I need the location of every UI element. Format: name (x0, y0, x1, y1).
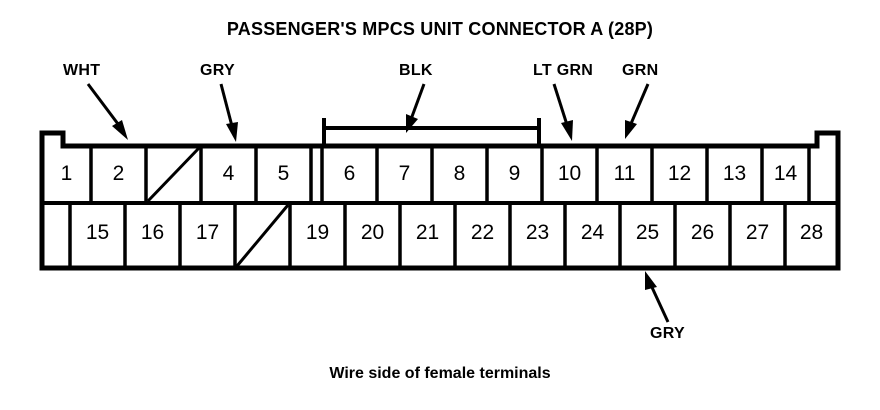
terminal-top-1: 1 (60, 162, 73, 185)
terminal-bottom-19: 19 (305, 221, 330, 244)
terminal-bottom-17: 17 (195, 221, 220, 244)
diagram-title: PASSENGER'S MPCS UNIT CONNECTOR A (28P) (226, 19, 654, 39)
blk-bracket (322, 118, 541, 146)
arrow-gry-bottom (645, 271, 670, 323)
terminal-top-12: 12 (667, 162, 692, 185)
terminal-bottom-26: 26 (690, 221, 715, 244)
arrow-blk (406, 83, 426, 133)
connector-outline (39, 130, 841, 271)
wire-label-gry-top: GRY (200, 62, 235, 79)
wire-label-gry-bottom: GRY (650, 325, 685, 342)
terminal-top-14: 14 (773, 162, 798, 185)
terminal-top-2: 2 (112, 162, 125, 185)
terminal-top-5: 5 (277, 162, 290, 185)
wire-label-wht: WHT (63, 62, 101, 79)
terminal-bottom-21: 21 (415, 221, 440, 244)
wire-label-grn: GRN (622, 62, 659, 79)
wire-label-blk: BLK (399, 62, 433, 79)
terminal-top-9: 9 (508, 162, 521, 185)
terminal-bottom-16: 16 (140, 221, 165, 244)
terminal-top-11: 11 (613, 162, 636, 185)
terminal-top-4: 4 (222, 162, 235, 185)
terminal-top-10: 10 (557, 162, 582, 185)
terminal-top-8: 8 (453, 162, 466, 185)
terminal-bottom-27: 27 (745, 221, 770, 244)
terminal-bottom-22: 22 (470, 221, 495, 244)
arrow-wht (86, 83, 128, 140)
terminal-bottom-24: 24 (580, 221, 605, 244)
terminal-bottom-25: 25 (635, 221, 660, 244)
terminal-top-7: 7 (398, 162, 411, 185)
arrow-grn (625, 83, 650, 139)
terminal-bottom-20: 20 (360, 221, 385, 244)
terminal-bottom-23: 23 (525, 221, 550, 244)
arrow-lt-grn (552, 83, 573, 141)
terminal-bottom-15: 15 (85, 221, 110, 244)
arrow-gry-top (219, 83, 238, 142)
terminal-top-6: 6 (343, 162, 356, 185)
blank-cell-slash-top (146, 146, 201, 203)
blank-cell-slash-bottom (235, 204, 290, 267)
terminal-top-13: 13 (722, 162, 747, 185)
wire-label-lt-grn: LT GRN (533, 62, 594, 79)
diagram-caption: Wire side of female terminals (329, 365, 551, 382)
terminal-bottom-28: 28 (799, 221, 824, 244)
